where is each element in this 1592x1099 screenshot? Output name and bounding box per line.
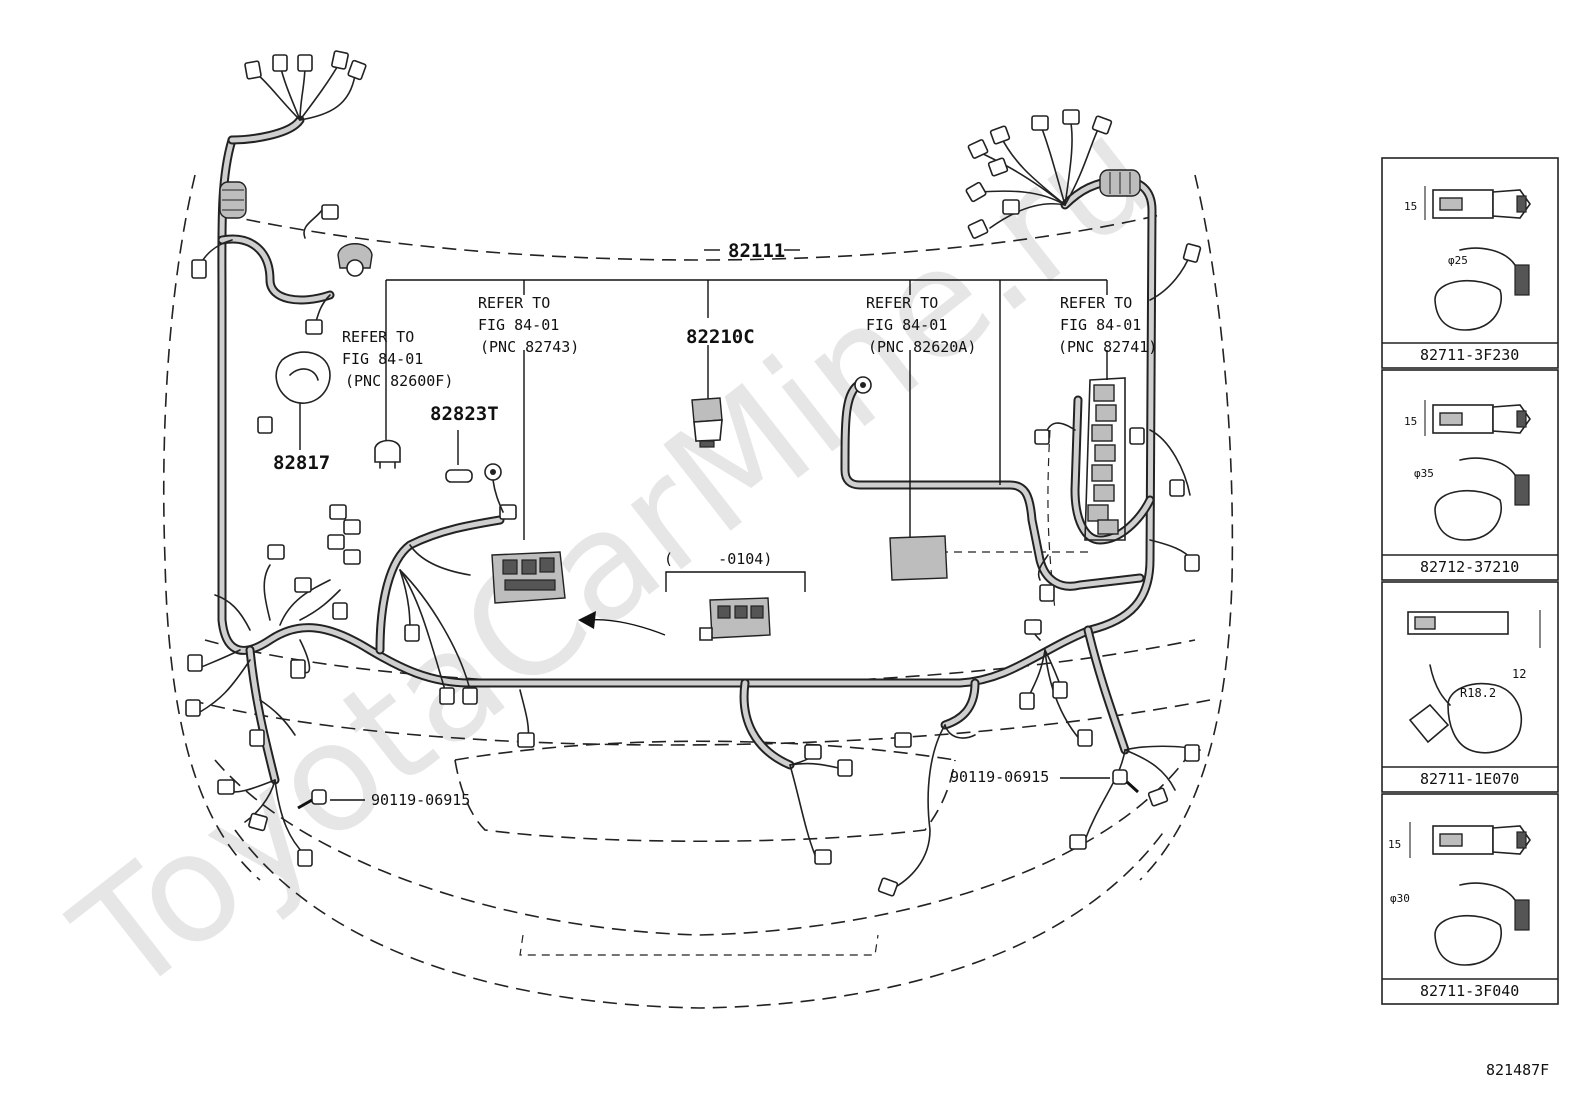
clamp-height: 15 <box>1404 415 1417 428</box>
figure-code: 821487F <box>1486 1061 1549 1079</box>
refer-line1: REFER TO <box>342 328 414 346</box>
grommet-right <box>1099 169 1141 197</box>
clamp-diameter: φ30 <box>1390 892 1410 905</box>
clamp-diameter: φ25 <box>1448 254 1468 267</box>
relay-block-icon <box>691 397 723 448</box>
clamp-panel-3: 12 R18.2 82711-1E070 <box>1381 581 1559 793</box>
part-82823t-label: 82823T <box>430 403 499 425</box>
part-82620a-component <box>854 376 948 581</box>
grommet-upper-left <box>337 243 373 277</box>
clamp-panel-2: 15 φ35 82712-37210 <box>1381 369 1559 581</box>
bolt-right-icon <box>1112 769 1140 794</box>
refer-line3: (PNC 82600F) <box>345 372 453 390</box>
refer-note-center-right: REFER TO FIG 84-01 (PNC 82620A) <box>866 294 976 356</box>
arrow-icon <box>578 611 666 636</box>
clamp-diameter: R18.2 <box>1460 686 1496 700</box>
date-range-label: ( -0104) <box>664 550 772 568</box>
clamp-panel-4: 15 φ30 82711-3F040 <box>1381 793 1559 1005</box>
refer-line2: FIG 84-01 <box>1060 316 1141 334</box>
callout-leaders <box>299 249 1110 801</box>
relay-column-right <box>1084 377 1126 541</box>
refer-note-left: REFER TO FIG 84-01 (PNC 82600F) <box>342 328 453 390</box>
clamp-diameter: φ35 <box>1414 467 1434 480</box>
clamp-panel-1: 15 φ25 82711-3F230 <box>1381 157 1559 369</box>
refer-line3: (PNC 82741) <box>1058 338 1157 356</box>
fuse-box-icon <box>491 551 566 604</box>
clamp-part-label: 82711-3F040 <box>1420 982 1519 1000</box>
refer-line2: FIG 84-01 <box>342 350 423 368</box>
clamp-height: 15 <box>1388 838 1401 851</box>
refer-line1: REFER TO <box>1060 294 1132 312</box>
refer-line1: REFER TO <box>478 294 550 312</box>
part-82817-component <box>275 351 331 404</box>
fuse-box-alt-icon <box>699 597 771 641</box>
refer-line2: FIG 84-01 <box>866 316 947 334</box>
vehicle-outline <box>162 174 1234 1009</box>
refer-note-center-left: REFER TO FIG 84-01 (PNC 82743) <box>478 294 579 356</box>
date-range-bracket <box>665 571 806 592</box>
clamp-part-label: 82711-3F230 <box>1420 346 1519 364</box>
part-82111-label: 82111 <box>728 240 785 262</box>
clamp-part-label: 82711-1E070 <box>1420 770 1519 788</box>
part-82817-label: 82817 <box>273 452 330 474</box>
refer-note-right: REFER TO FIG 84-01 (PNC 82741) <box>1058 294 1157 356</box>
part-82600f-component <box>374 439 401 469</box>
bolt-left-label: 90119-06915 <box>371 791 470 809</box>
watermark: ToyotaCarMine.ru <box>44 84 1185 1028</box>
refer-line2: FIG 84-01 <box>478 316 559 334</box>
part-82823t-component <box>445 463 504 513</box>
bolt-right-label: 90119-06915 <box>950 768 1049 786</box>
grommet-left <box>219 181 247 219</box>
refer-line3: (PNC 82743) <box>480 338 579 356</box>
connectors <box>185 50 1202 897</box>
refer-line1: REFER TO <box>866 294 938 312</box>
refer-line3: (PNC 82620A) <box>868 338 976 356</box>
bolt-left-icon <box>297 789 327 810</box>
clamp-height: 15 <box>1404 200 1417 213</box>
clamp-part-label: 82712-37210 <box>1420 558 1519 576</box>
part-82210c-label: 82210C <box>686 326 755 348</box>
clamp-height: 12 <box>1512 667 1526 681</box>
